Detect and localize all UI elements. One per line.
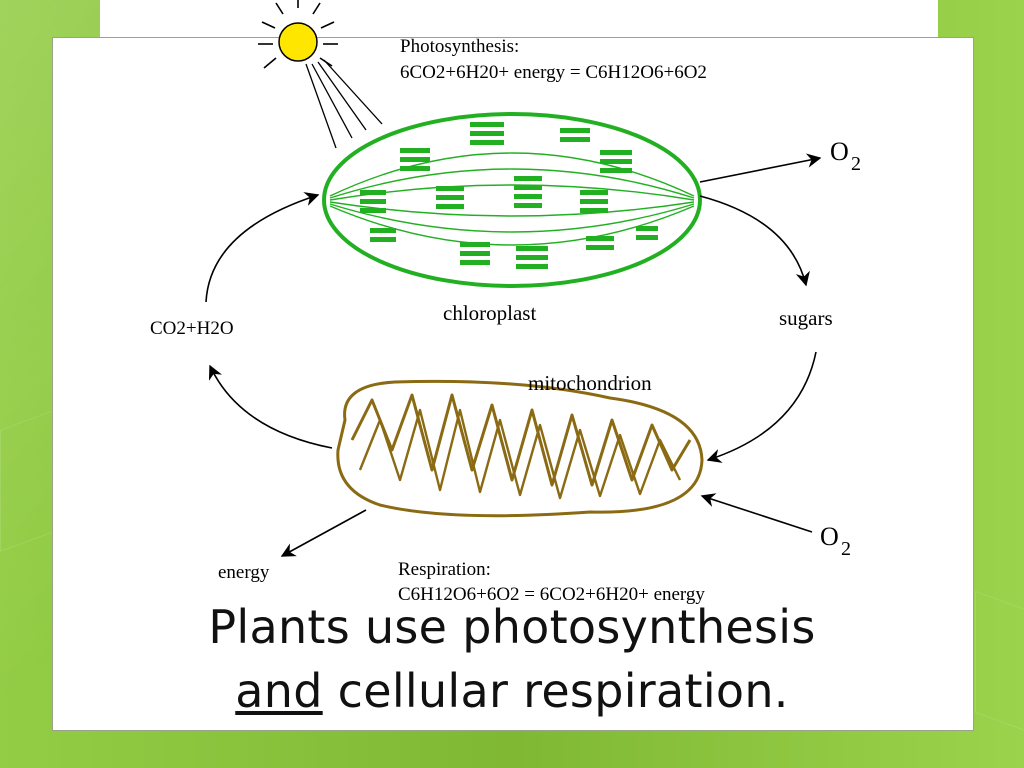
sugars-label: sugars bbox=[779, 306, 833, 330]
photosynthesis-equation: 6CO2+6H20+ energy = C6H12O6+6O2 bbox=[400, 62, 707, 83]
respiration-title: Respiration: bbox=[398, 559, 491, 580]
o2-bottom-label: O 2 bbox=[820, 522, 851, 560]
slide-caption-line2: and cellular respiration. bbox=[52, 664, 972, 718]
svg-text:O: O bbox=[820, 522, 839, 551]
thylakoid-stacks bbox=[360, 122, 658, 269]
cycle-arrows bbox=[205, 153, 822, 557]
sun-icon bbox=[258, 0, 338, 69]
sun-disc bbox=[278, 22, 318, 62]
arrow-mitochondrion-to-energy bbox=[280, 509, 367, 557]
slide-panel-tab bbox=[100, 0, 938, 40]
svg-text:O: O bbox=[830, 137, 849, 166]
arrow-o2-to-mitochondrion bbox=[700, 493, 813, 533]
chloroplast-illustration bbox=[322, 112, 702, 288]
arrow-chloroplast-to-sugars bbox=[699, 195, 810, 287]
arrow-co2-to-chloroplast bbox=[205, 192, 320, 303]
arrow-chloroplast-to-o2 bbox=[699, 153, 822, 183]
mitochondrion-illustration bbox=[336, 379, 704, 518]
respiration-equation: C6H12O6+6O2 = 6CO2+6H20+ energy bbox=[398, 584, 705, 605]
arrow-sugars-to-mitochondrion bbox=[706, 351, 817, 463]
caption-underlined-word: and bbox=[235, 664, 323, 718]
mitochondrion-label: mitochondrion bbox=[528, 371, 652, 395]
energy-label: energy bbox=[218, 562, 270, 583]
chloroplast-label: chloroplast bbox=[443, 301, 536, 325]
slide-caption-line1: Plants use photosynthesis bbox=[208, 600, 816, 654]
arrow-mitochondrion-to-co2 bbox=[208, 364, 333, 449]
svg-text:2: 2 bbox=[851, 153, 861, 175]
photosynthesis-title: Photosynthesis: bbox=[400, 36, 519, 57]
co2-h2o-label: CO2+H2O bbox=[150, 318, 234, 339]
o2-top-label: O 2 bbox=[830, 137, 861, 175]
caption-line2-rest: cellular respiration. bbox=[322, 664, 789, 718]
sunlight-rays bbox=[305, 59, 383, 149]
svg-text:2: 2 bbox=[841, 538, 851, 560]
